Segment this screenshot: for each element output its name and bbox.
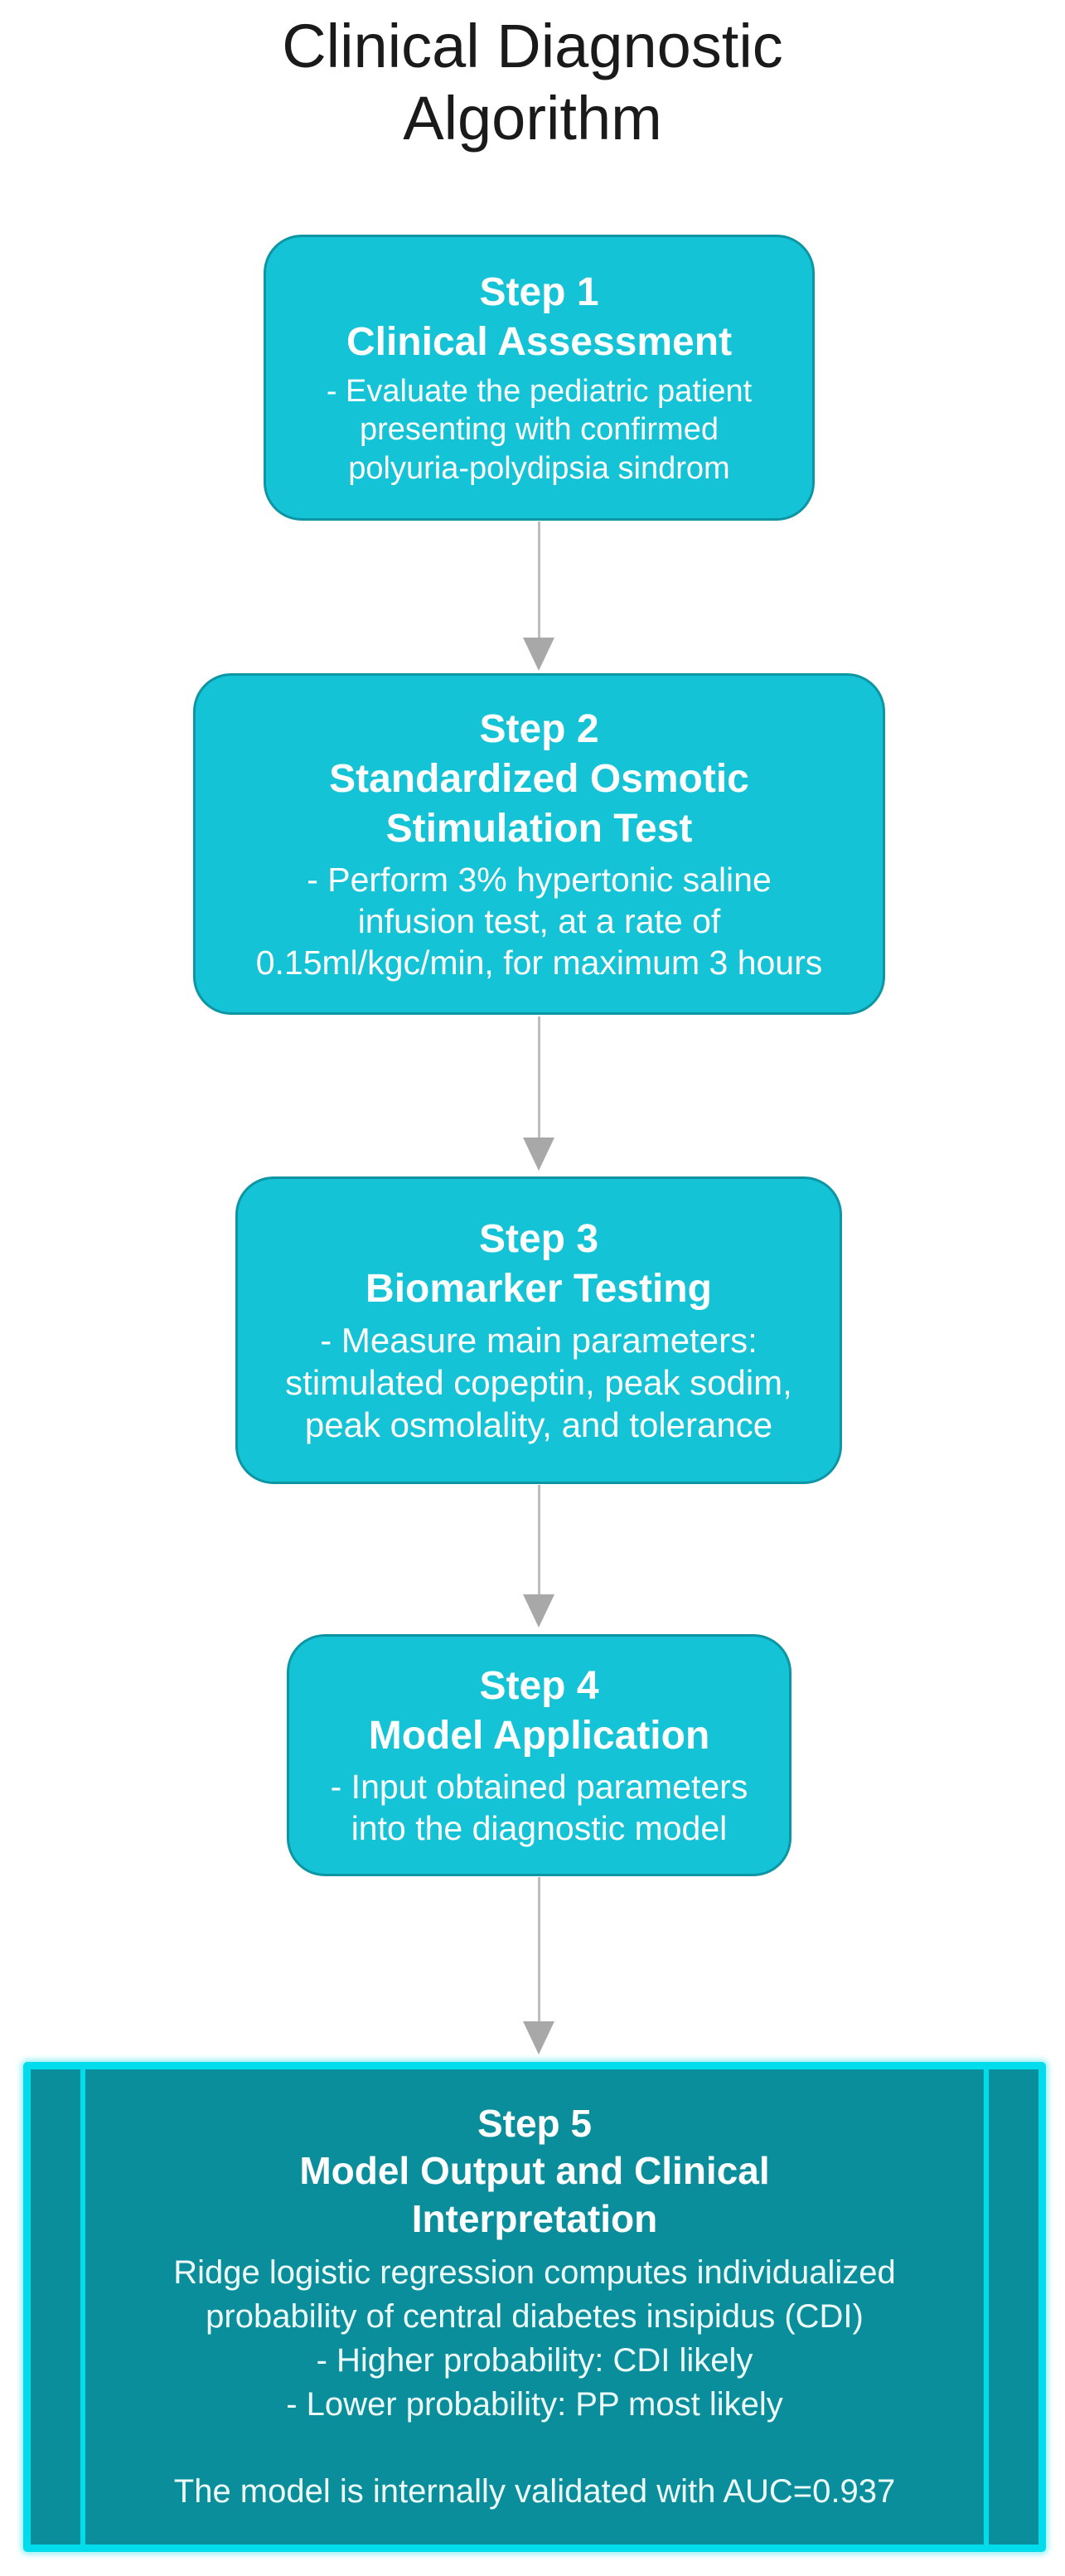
flow-arrow-2 [520,1016,557,1171]
flow-arrow-1 [520,522,557,671]
step-1-heading: Step 1 Clinical Assessment [346,269,733,364]
down-arrow-icon [523,2021,554,2054]
step-2-heading: Step 2 Standardized Osmotic Stimulation … [329,706,749,851]
step-3-body: - Measure main parameters: stimulated co… [285,1320,792,1445]
step-4-body: - Input obtained parameters into the dia… [330,1767,748,1847]
step-2-box: Step 2 Standardized Osmotic Stimulation … [193,673,885,1015]
arrow-line [537,1016,540,1138]
step-2-body: - Perform 3% hypertonic saline infusion … [255,860,823,982]
arrow-line [537,1877,540,2021]
down-arrow-icon [523,638,554,671]
down-arrow-icon [523,1138,554,1171]
predefined-process-right-bar [984,2069,989,2544]
step-5-box: Step 5 Model Output and Clinical Interpr… [23,2062,1046,2552]
step-4-heading: Step 4 Model Application [368,1663,710,1758]
arrow-line [537,1485,540,1594]
flow-arrow-4 [520,1877,557,2054]
step-5-heading: Step 5 Model Output and Clinical Interpr… [299,2101,770,2240]
down-arrow-icon [523,1594,554,1628]
step-1-box: Step 1 Clinical Assessment - Evaluate th… [264,235,815,521]
step-3-heading: Step 3 Biomarker Testing [365,1216,712,1311]
step-1-body: - Evaluate the pediatric patient present… [326,373,753,486]
step-5-body: Ridge logistic regression computes indiv… [173,2254,896,2511]
predefined-process-left-bar [80,2069,85,2544]
page-title: Clinical Diagnostic Algorithm [282,12,783,153]
step-3-box: Step 3 Biomarker Testing - Measure main … [235,1176,842,1484]
flow-arrow-3 [520,1485,557,1628]
step-4-box: Step 4 Model Application - Input obtaine… [287,1634,791,1876]
arrow-line [537,522,540,638]
